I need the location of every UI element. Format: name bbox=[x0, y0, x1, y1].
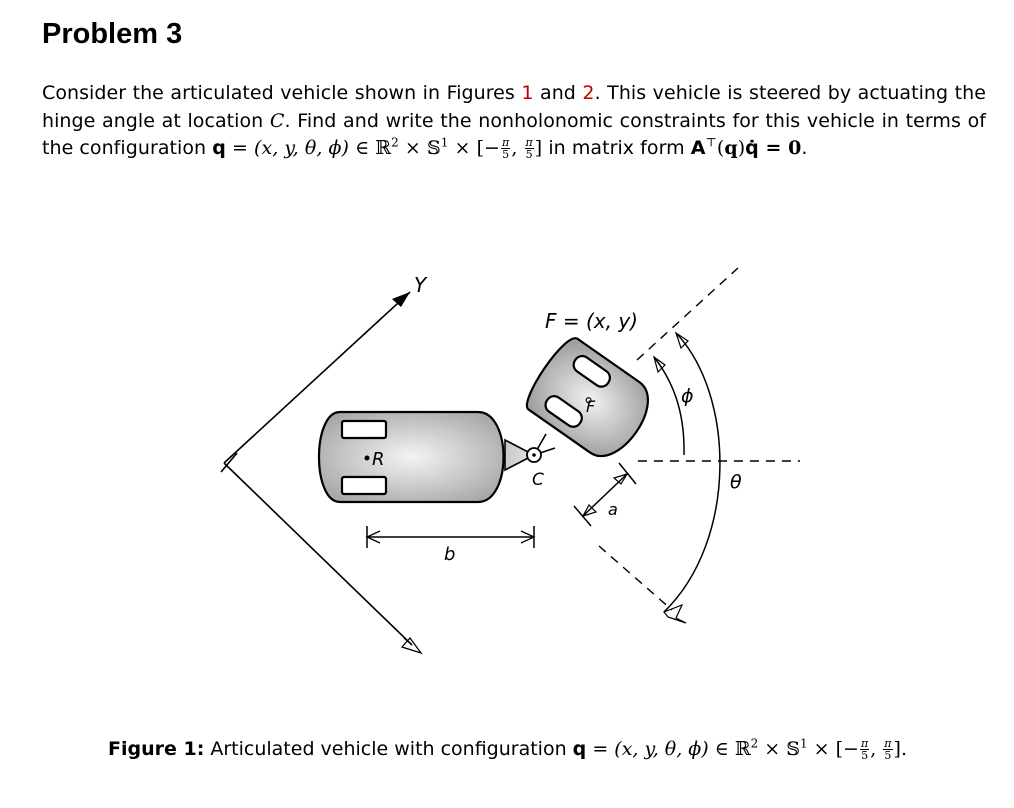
front-axis-dashed bbox=[636, 267, 739, 361]
angle-theta-arc bbox=[663, 331, 721, 624]
front-wheel-top bbox=[572, 354, 611, 388]
dimension-a bbox=[573, 462, 637, 527]
rear-wheel-top bbox=[340, 419, 388, 440]
config-vector: q bbox=[212, 137, 226, 159]
label-b: b bbox=[444, 544, 455, 565]
figure-ref-1[interactable]: 1 bbox=[521, 82, 534, 104]
figure-caption: Figure 1: Articulated vehicle with confi… bbox=[108, 736, 907, 762]
label-y: Y bbox=[414, 273, 428, 297]
angle-phi-arc bbox=[652, 355, 685, 456]
problem-title: Problem 3 bbox=[42, 18, 183, 50]
point-r bbox=[364, 455, 370, 461]
y-axis-arrowhead-icon bbox=[392, 292, 410, 307]
rear-wheel-bottom bbox=[340, 475, 388, 496]
problem-statement: Consider the articulated vehicle shown i… bbox=[42, 82, 986, 161]
point-f bbox=[585, 397, 592, 404]
rear-axis-dashed bbox=[598, 545, 673, 611]
figure-ref-2[interactable]: 2 bbox=[582, 82, 595, 104]
coordinate-axes bbox=[220, 291, 423, 655]
rear-body bbox=[318, 410, 505, 504]
hinge-joint bbox=[504, 433, 556, 472]
label-c: C bbox=[532, 470, 544, 490]
dashed-lines bbox=[598, 267, 800, 611]
label-phi: ϕ bbox=[681, 385, 694, 407]
front-body bbox=[525, 337, 649, 457]
label-r: R bbox=[372, 449, 385, 470]
dimension-b bbox=[365, 526, 536, 548]
label-f: F bbox=[586, 397, 596, 416]
x-axis-arrowhead-icon bbox=[400, 636, 423, 655]
label-a: a bbox=[608, 500, 618, 519]
front-wheel-bottom bbox=[544, 395, 583, 428]
label-theta: θ bbox=[730, 471, 742, 493]
label-f-equation: F = (x, y) bbox=[545, 309, 638, 333]
